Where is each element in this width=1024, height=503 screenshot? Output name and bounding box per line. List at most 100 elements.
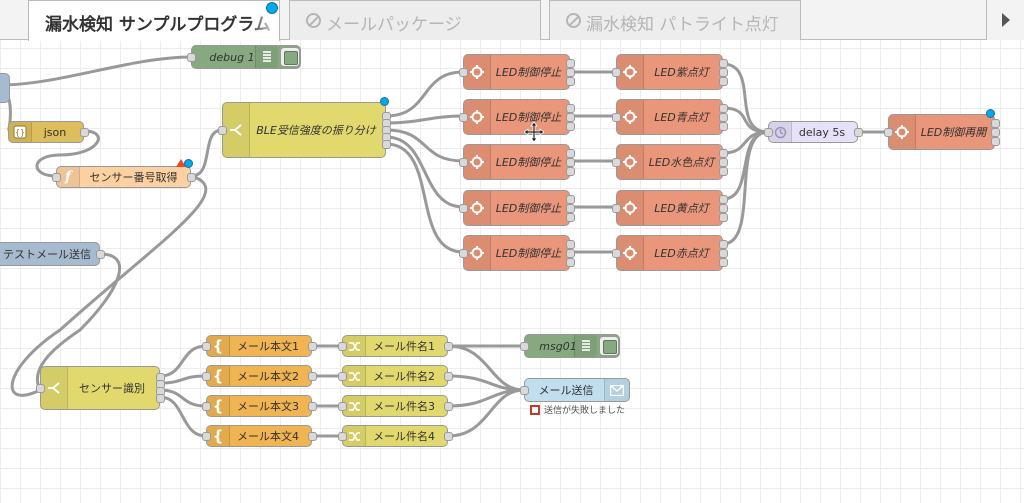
output-port[interactable] [566,240,575,249]
offscreen-node[interactable] [0,73,10,103]
input-port[interactable] [52,173,61,182]
switch-node-sensor[interactable]: センサー識別 [36,366,165,410]
change-node-mail-subject[interactable]: メール件名1 [338,335,453,357]
output-port[interactable] [719,195,728,204]
output-port[interactable] [156,394,165,403]
output-port[interactable] [719,149,728,158]
tab-sample-program[interactable]: 漏水検知 サンプルプログラム [28,0,280,41]
output-port[interactable] [566,122,575,131]
output-port[interactable] [566,59,575,68]
input-port[interactable] [612,204,621,213]
function-node-sensor-number[interactable]: f センサー番号取得 [52,166,196,188]
output-port[interactable] [719,213,728,222]
output-port[interactable] [80,128,89,137]
input-port[interactable] [520,342,529,351]
output-port[interactable] [719,113,728,122]
input-port[interactable] [459,249,468,258]
input-port[interactable] [187,53,196,62]
output-port[interactable] [719,258,728,267]
output-port[interactable] [991,119,1000,128]
debug-toggle-button[interactable] [599,336,619,356]
output-port[interactable] [719,158,728,167]
exec-node-led-purple[interactable]: LED紫点灯 [612,54,728,90]
input-port[interactable] [884,128,893,137]
switch-node-ble[interactable]: BLE受信強度の振り分け [218,102,391,158]
input-port[interactable] [459,68,468,77]
change-node-mail-subject[interactable]: メール件名4 [338,425,453,447]
input-port[interactable] [459,204,468,213]
flow-workspace[interactable]: debug 1 {} json f センサー番号取得 BLE受信強度の振り分け [0,40,1024,503]
wire[interactable] [722,106,769,134]
exec-node-led-stop[interactable]: LED制御停止 [459,144,575,180]
wire[interactable] [722,130,769,246]
output-port[interactable] [566,68,575,77]
wire[interactable] [10,174,208,397]
input-port[interactable] [36,384,45,393]
input-port[interactable] [202,372,211,381]
output-port[interactable] [566,195,575,204]
json-node[interactable]: {} json [8,121,89,143]
output-port[interactable] [719,104,728,113]
output-port[interactable] [308,342,317,351]
input-port[interactable] [459,158,468,167]
input-port[interactable] [338,342,347,351]
exec-node-led-stop[interactable]: LED制御停止 [459,235,575,271]
output-port[interactable] [566,149,575,158]
output-port[interactable] [96,250,105,259]
wire[interactable] [159,395,207,438]
wire[interactable] [385,135,464,209]
output-port[interactable] [566,213,575,222]
input-port[interactable] [338,432,347,441]
exec-node-led-stop[interactable]: LED制御停止 [459,54,575,90]
wire[interactable] [385,142,464,254]
output-port[interactable] [719,59,728,68]
wire[interactable] [447,388,525,438]
input-port[interactable] [459,113,468,122]
input-port[interactable] [612,158,621,167]
input-port[interactable] [520,386,529,395]
wire[interactable] [159,388,207,408]
wire[interactable] [722,62,769,134]
wire[interactable] [159,344,207,378]
output-port[interactable] [719,240,728,249]
template-node-mail-body[interactable]: { メール本文3 [202,395,317,417]
wire[interactable] [385,128,464,163]
input-port[interactable] [202,342,211,351]
output-port[interactable] [187,173,196,182]
output-port[interactable] [308,402,317,411]
template-node-mail-body[interactable]: { メール本文1 [202,335,317,357]
output-port[interactable] [308,432,317,441]
debug-node[interactable]: debug 1 [187,45,301,69]
exec-node-led-yellow[interactable]: LED黄点灯 [612,190,728,226]
output-port[interactable] [444,372,453,381]
output-port[interactable] [382,140,391,149]
wire[interactable] [35,129,100,178]
exec-node-led-restart[interactable]: LED制御再開 [884,114,1000,150]
output-port[interactable] [566,204,575,213]
output-port[interactable] [719,68,728,77]
wire[interactable] [190,128,223,178]
debug-node-msg01[interactable]: msg01 [520,334,620,358]
output-port[interactable] [719,249,728,258]
change-node-mail-subject[interactable]: メール件名2 [338,365,453,387]
output-port[interactable] [719,204,728,213]
input-port[interactable] [218,126,227,135]
wire[interactable] [159,374,207,385]
output-port[interactable] [566,258,575,267]
tab-patlite[interactable]: 漏水検知 パトライト点灯 [549,0,801,40]
output-port[interactable] [991,128,1000,137]
output-port[interactable] [444,342,453,351]
exec-node-led-stop[interactable]: LED制御停止 [459,190,575,226]
output-port[interactable] [854,128,863,137]
template-node-mail-body[interactable]: { メール本文2 [202,365,317,387]
wire[interactable] [447,374,525,392]
exec-node-led-cyan[interactable]: LED水色点灯 [612,144,728,180]
output-port[interactable] [719,77,728,86]
input-port[interactable] [612,68,621,77]
input-port[interactable] [764,128,773,137]
input-port[interactable] [338,402,347,411]
output-port[interactable] [566,167,575,176]
input-port[interactable] [612,113,621,122]
exec-node-led-stop[interactable]: LED制御停止 [459,99,575,135]
debug-toggle-button[interactable] [280,47,300,67]
